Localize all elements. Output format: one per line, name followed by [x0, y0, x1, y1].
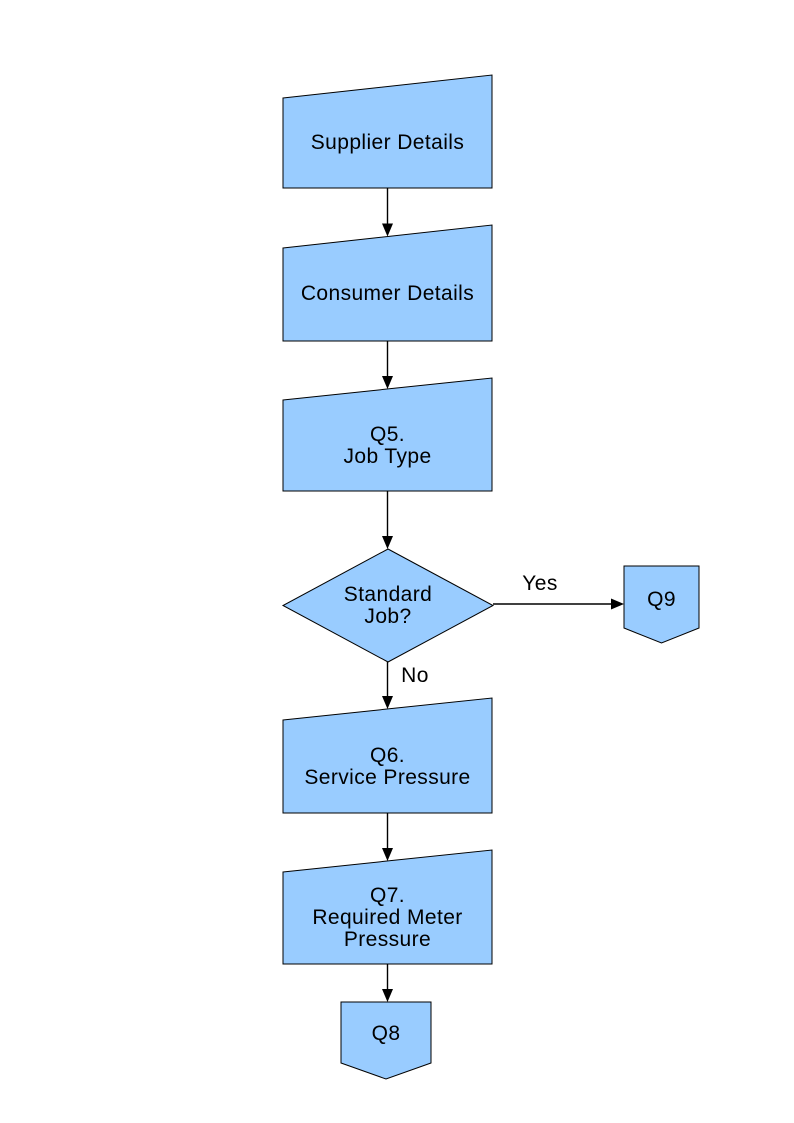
edge-supplier-to-consumer: [382, 188, 393, 237]
edge-q7-to-q8: [382, 964, 393, 1002]
q7-required-meter-pressure-node: [282, 849, 493, 965]
q6-service-pressure-node: [282, 697, 493, 814]
arrowhead-right-icon: [611, 598, 624, 610]
arrowhead-down-icon: [382, 848, 393, 861]
edge-decision-no-to-q6: [382, 662, 393, 709]
arrowhead-down-icon: [382, 696, 393, 709]
edge-q6-to-q7: [382, 813, 393, 861]
arrowhead-down-icon: [382, 376, 393, 389]
arrowhead-down-icon: [382, 536, 393, 549]
q9-offpage-connector-node: [623, 565, 700, 644]
edge-q5-to-decision: [382, 491, 393, 549]
edge-consumer-to-q5: [382, 341, 393, 389]
edge-decision-yes-to-q9: [493, 598, 624, 610]
arrowhead-down-icon: [382, 223, 393, 237]
q5-job-type-node: [282, 377, 493, 492]
q8-offpage-connector-node: [340, 1001, 432, 1080]
supplier-details-node: [282, 74, 493, 189]
standard-job-decision-node: [281, 548, 495, 663]
consumer-details-node: [282, 224, 493, 342]
arrowhead-down-icon: [382, 989, 393, 1002]
